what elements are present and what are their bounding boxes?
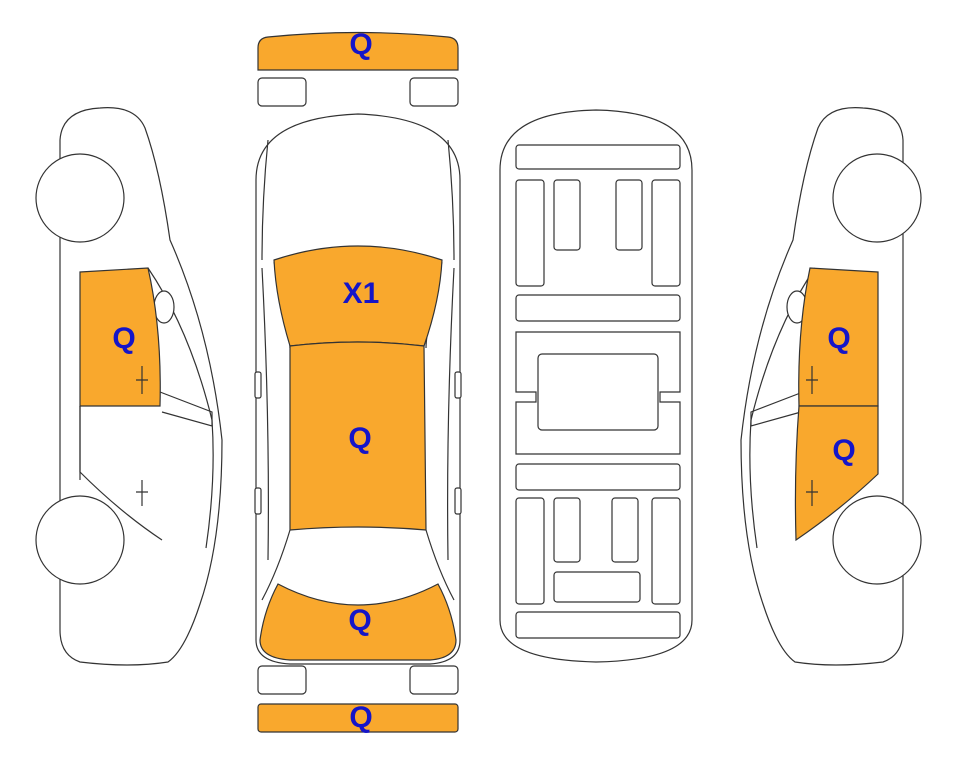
hood-line-right [447, 139, 455, 261]
front-bumper-label: Q [349, 28, 372, 61]
right-rear-pillar [425, 529, 455, 601]
underbody-front-bar [515, 144, 681, 170]
left-rear-wheel [35, 495, 125, 585]
left-front-door-panel [79, 267, 161, 407]
underbody-front-right-box [615, 179, 643, 251]
right-front-wheel [832, 153, 922, 243]
car-underbody-view [499, 109, 693, 663]
right-rear-wheel [832, 495, 922, 585]
right-taillight [409, 665, 459, 695]
roof[interactable]: Q [289, 341, 427, 531]
roof-label: Q [348, 422, 371, 455]
underbody-cross-member-2 [515, 463, 681, 491]
underbody-rear-left-box [553, 497, 581, 563]
underbody-rear-center-box [553, 571, 641, 603]
right-rear-door-label: Q [832, 434, 855, 467]
windshield[interactable]: X1 [273, 245, 443, 347]
roof-panel [289, 341, 427, 531]
underbody-front-left-box [553, 179, 581, 251]
underbody-front-right-rail [651, 179, 681, 287]
rear-bumper-panel [257, 703, 459, 733]
front-bumper-panel [257, 31, 459, 71]
right-rear-handle [806, 480, 818, 506]
left-side-glass [261, 267, 269, 561]
left-mirror-rear [254, 487, 262, 515]
left-mirror [254, 371, 262, 399]
right-front-door-label: Q [827, 322, 850, 355]
right-front-handle [806, 366, 818, 394]
rear-bumper[interactable]: Q [257, 701, 459, 734]
left-front-handle [136, 366, 148, 394]
right-mirror [454, 371, 462, 399]
windshield-label: X1 [343, 277, 380, 310]
left-front-door-label: Q [112, 322, 135, 355]
left-taillight [257, 665, 307, 695]
hood-line-left [261, 139, 269, 261]
left-rear-pillar [261, 529, 291, 601]
underbody-rear-bar [515, 611, 681, 639]
underbody-cross-member-1 [515, 294, 681, 322]
underbody-center-pan [537, 353, 659, 431]
right-front-door[interactable]: Q [798, 267, 879, 407]
right-side-glass-line [750, 391, 804, 427]
left-side-glass-line [159, 391, 213, 427]
right-side-glass [447, 267, 455, 561]
right-rear-door[interactable]: Q [794, 405, 879, 542]
right-mirror-rear [454, 487, 462, 515]
rear-bumper-label: Q [349, 701, 372, 734]
left-headlight [257, 77, 307, 107]
underbody-rear-left-rail [515, 497, 545, 605]
right-headlight [409, 77, 459, 107]
front-bumper[interactable]: Q [257, 28, 459, 71]
left-side-rear-door-line [79, 406, 163, 541]
left-front-wheel [35, 153, 125, 243]
left-rear-handle [136, 480, 148, 506]
underbody-rear-right-rail [651, 497, 681, 605]
trunk[interactable]: Q [259, 583, 457, 661]
trunk-panel [259, 583, 457, 661]
underbody-rear-right-box [611, 497, 639, 563]
underbody-front-left-rail [515, 179, 545, 287]
right-rear-door-panel [794, 405, 879, 542]
trunk-label: Q [348, 604, 371, 637]
left-front-door[interactable]: Q [79, 267, 161, 407]
